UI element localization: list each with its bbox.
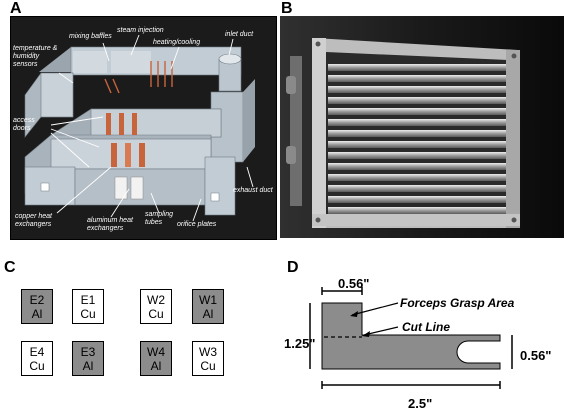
- label-copper-heat-exchangers: copper heat exchangers: [15, 213, 52, 228]
- coupon-dimension-drawing: [309, 287, 513, 389]
- label-mixing-baffles: mixing baffles: [69, 33, 112, 40]
- heat-exchanger-photo: [280, 16, 564, 238]
- panel-d-letter: D: [287, 259, 299, 276]
- sample-cell: E4 Cu: [21, 341, 53, 376]
- label-access-doors: access doors: [13, 117, 35, 132]
- sample-id: W4: [147, 344, 165, 359]
- sample-metal: Cu: [148, 306, 164, 321]
- duct-system-drawing: [24, 34, 255, 222]
- sample-metal: Al: [150, 358, 162, 373]
- forceps-grasp-label: Forceps Grasp Area: [400, 296, 515, 310]
- label-heating-cooling: heating/cooling: [153, 39, 201, 46]
- sample-cell: W1 Al: [192, 289, 224, 324]
- sample-id: E3: [80, 344, 96, 359]
- label-exhaust-duct: exhaust duct: [233, 187, 273, 194]
- sample-metal: Al: [82, 358, 94, 373]
- dim-left-label: 1.25": [284, 336, 316, 351]
- dim-bottom-label: 2.5": [408, 396, 433, 411]
- dim-top-label: 0.56": [338, 276, 370, 291]
- label-sampling-tubes: sampling tubes: [145, 211, 174, 226]
- panel-a-letter: A: [10, 0, 22, 17]
- label-orifice-plates: orifice plates: [177, 221, 217, 228]
- sample-id: E1: [80, 292, 96, 307]
- sample-metal: Al: [31, 306, 43, 321]
- sample-metal: Cu: [29, 358, 45, 373]
- cut-line-label: Cut Line: [402, 320, 450, 334]
- dim-right-label: 0.56": [520, 348, 552, 363]
- sample-cell: E2 Al: [21, 289, 53, 324]
- sample-cell: E1 Cu: [72, 289, 104, 324]
- sample-cell: W3 Cu: [192, 341, 224, 376]
- sample-cell: E3 Al: [72, 341, 104, 376]
- sample-id: E2: [29, 292, 45, 307]
- sample-id: W2: [147, 292, 165, 307]
- sample-metal: Cu: [200, 358, 216, 373]
- label-steam-injection: steam injection: [117, 27, 164, 34]
- panel-b-letter: B: [281, 0, 293, 17]
- sample-id: W1: [199, 292, 217, 307]
- sample-metal: Cu: [80, 306, 96, 321]
- sample-id: W3: [199, 344, 217, 359]
- duct-system-schematic: mixing baffles steam injection heating/c…: [10, 16, 277, 240]
- sample-cell: W4 Al: [140, 341, 172, 376]
- label-inlet-duct: inlet duct: [225, 31, 254, 38]
- heat-exchanger-image: [280, 16, 564, 238]
- sample-cell: W2 Cu: [140, 289, 172, 324]
- sample-metal: Al: [202, 306, 214, 321]
- panel-c-letter: C: [4, 259, 16, 276]
- label-temp-humidity-sensors: temperature & humidity sensors: [13, 45, 58, 68]
- coupon-shape: [321, 302, 501, 370]
- label-aluminum-heat-exchangers: aluminum heat exchangers: [87, 217, 133, 232]
- sample-id: E4: [29, 344, 45, 359]
